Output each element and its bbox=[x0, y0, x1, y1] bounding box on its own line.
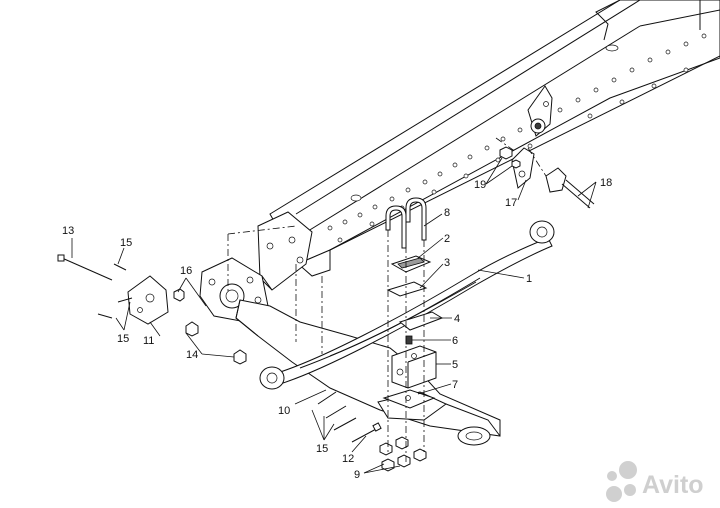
callout-9: 9 bbox=[354, 469, 360, 481]
pins-18 bbox=[545, 167, 595, 209]
bolts-15-left bbox=[97, 263, 133, 319]
nuts-9 bbox=[379, 436, 427, 472]
bracket-11 bbox=[127, 275, 169, 325]
callout-11: 11 bbox=[143, 335, 154, 347]
avito-watermark-text: Avito bbox=[642, 471, 704, 499]
alignment-centerlines bbox=[227, 137, 547, 462]
callout-labels: 1 2 3 4 5 6 7 8 9 10 11 12 13 14 15 15 1… bbox=[62, 177, 612, 481]
callout-4: 4 bbox=[454, 313, 460, 325]
avito-watermark: Avito bbox=[606, 461, 704, 502]
callout-17: 17 bbox=[505, 197, 517, 209]
bump-stop-pin bbox=[405, 335, 413, 345]
callout-7: 7 bbox=[452, 379, 458, 391]
callout-13: 13 bbox=[62, 225, 74, 237]
u-bolt bbox=[385, 197, 427, 249]
callout-6: 6 bbox=[452, 335, 458, 347]
callout-10: 10 bbox=[278, 405, 290, 417]
callout-2: 2 bbox=[444, 233, 450, 245]
spring-seat-block bbox=[391, 345, 437, 389]
bolt-13 bbox=[57, 254, 113, 281]
callout-3: 3 bbox=[444, 257, 450, 269]
callout-15-lower: 15 bbox=[316, 443, 328, 455]
callout-12: 12 bbox=[342, 453, 354, 465]
rear-spring-hanger bbox=[527, 85, 553, 137]
axle-spring-seat bbox=[382, 389, 436, 409]
avito-dots-logo-icon bbox=[606, 461, 637, 502]
shackle-17-19 bbox=[499, 146, 535, 189]
leader-lines bbox=[71, 157, 597, 474]
callout-14: 14 bbox=[186, 349, 198, 361]
spacer-plate bbox=[386, 281, 428, 297]
callout-19: 19 bbox=[474, 179, 486, 191]
callout-1: 1 bbox=[526, 273, 532, 285]
callout-15-top: 15 bbox=[120, 237, 132, 249]
callout-18: 18 bbox=[600, 177, 612, 189]
bolts-15-lower bbox=[317, 391, 357, 431]
callout-5: 5 bbox=[452, 359, 458, 371]
frame-rail bbox=[269, 0, 720, 277]
frame-rivet-holes bbox=[327, 33, 707, 243]
callout-8: 8 bbox=[444, 207, 450, 219]
callout-16: 16 bbox=[180, 265, 192, 277]
callout-15-left: 15 bbox=[117, 333, 129, 345]
bolt-12 bbox=[351, 422, 382, 443]
